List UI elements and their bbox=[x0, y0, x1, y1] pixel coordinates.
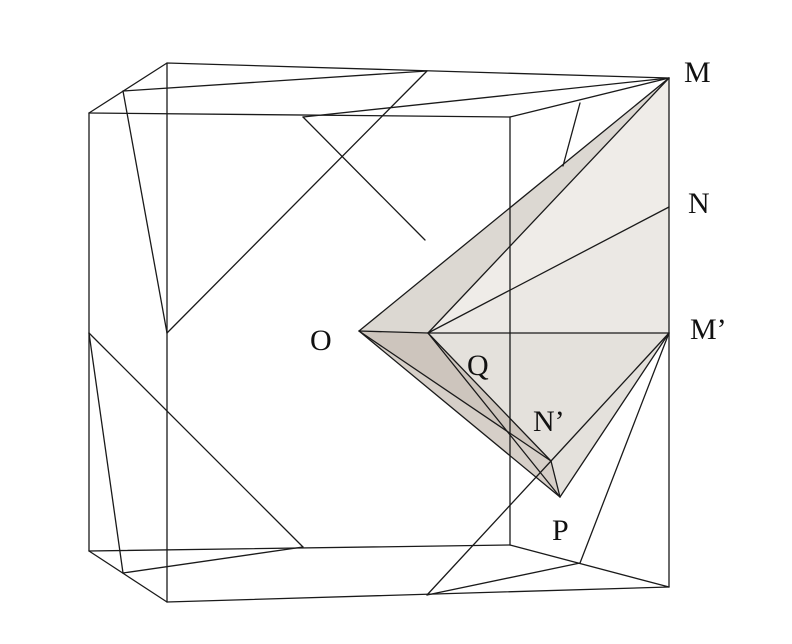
cut-bottom-c bbox=[426, 562, 581, 596]
edge-o-p bbox=[358, 330, 561, 498]
label-q: Q bbox=[467, 349, 489, 382]
cut-bottom-b bbox=[426, 460, 552, 596]
cut-diag-lower bbox=[88, 332, 304, 548]
edge-q-m bbox=[427, 77, 670, 334]
cut-top-right bbox=[562, 102, 581, 167]
vertex-labels: M N M’ O Q N’ P bbox=[310, 56, 727, 547]
edge-bottom-left bbox=[88, 550, 168, 603]
edge-q-n bbox=[427, 206, 670, 334]
edge-p-mprime bbox=[559, 332, 670, 498]
edge-o-nprime bbox=[358, 330, 552, 462]
edge-bottom-front bbox=[166, 586, 670, 603]
face-q-mprime-p bbox=[428, 333, 669, 497]
label-o: O bbox=[310, 324, 332, 357]
cut-edges bbox=[88, 70, 670, 596]
edge-o-m bbox=[358, 77, 670, 332]
cut-right-lower bbox=[579, 332, 670, 564]
cut-diag-upper bbox=[166, 70, 428, 334]
label-n: N bbox=[688, 187, 710, 220]
label-p: P bbox=[552, 514, 569, 547]
cut-bottom-a bbox=[122, 546, 304, 574]
edge-q-p bbox=[427, 332, 561, 498]
label-m-prime: M’ bbox=[690, 313, 727, 346]
wedge-edges bbox=[358, 77, 670, 498]
cut-diag-center bbox=[302, 116, 426, 241]
edge-nprime-p bbox=[550, 460, 561, 498]
edge-top-front bbox=[88, 112, 511, 118]
edge-o-q bbox=[358, 330, 429, 334]
cut-top-b bbox=[302, 77, 670, 118]
edge-q-nprime bbox=[427, 332, 552, 462]
cut-left-lower bbox=[88, 332, 124, 574]
label-n-prime: N’ bbox=[533, 405, 565, 438]
label-m: M bbox=[684, 56, 711, 89]
edge-top-right bbox=[509, 77, 670, 118]
cut-left-upper bbox=[122, 90, 168, 334]
edge-bottom-right bbox=[509, 544, 670, 588]
cut-top-a bbox=[122, 70, 428, 92]
edge-nprime-mprime bbox=[550, 332, 670, 462]
